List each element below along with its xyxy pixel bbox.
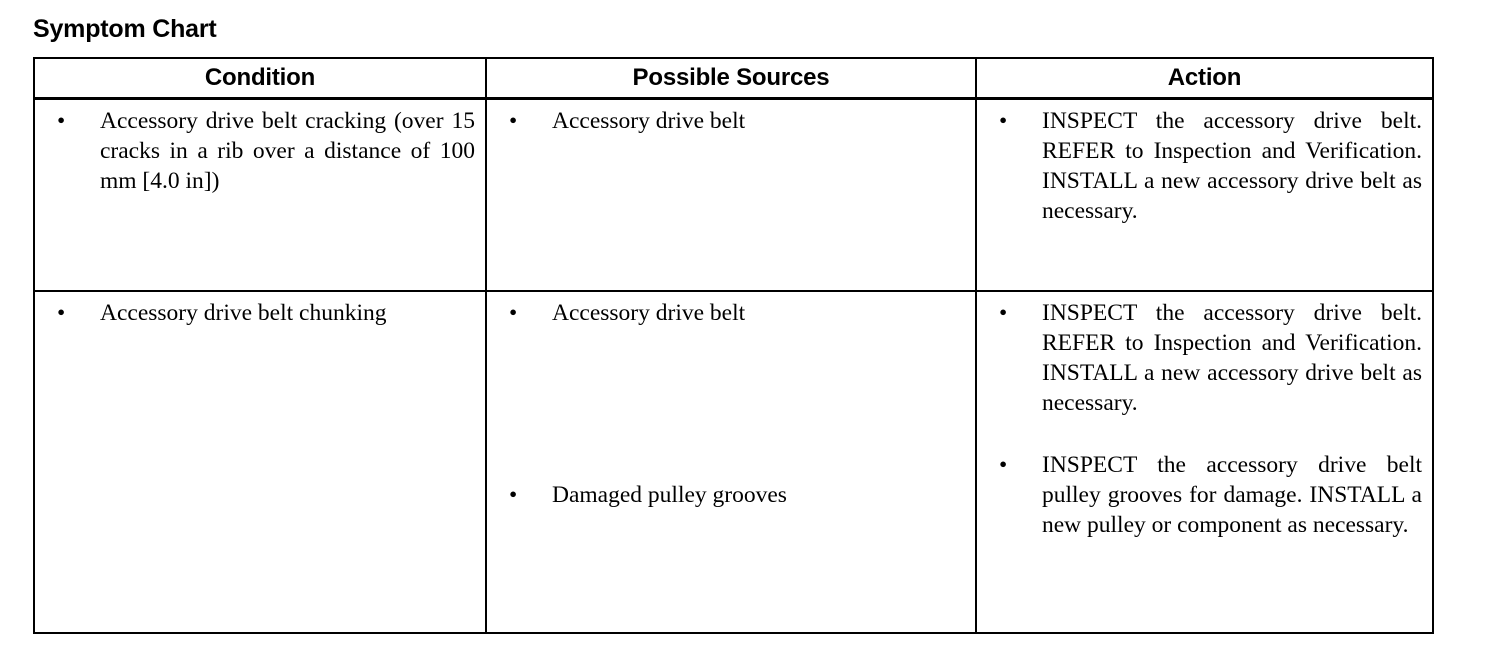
condition-bullet-list: • Accessory drive belt cracking (over 15… xyxy=(45,106,475,196)
source-text: Accessory drive belt xyxy=(552,108,746,134)
table-row: • Accessory drive belt cracking (over 15… xyxy=(33,97,1434,292)
action-text: INSPECT the accessory drive belt. REFER … xyxy=(1042,300,1422,416)
list-item: • Accessory drive belt xyxy=(497,298,965,328)
bullet-icon: • xyxy=(509,300,518,326)
table-body: • Accessory drive belt cracking (over 15… xyxy=(33,97,1434,634)
list-item: • Accessory drive belt xyxy=(497,106,965,136)
cell-possible-sources: • Accessory drive belt xyxy=(485,97,977,292)
list-item: • INSPECT the accessory drive belt. REFE… xyxy=(987,106,1422,226)
list-item: • Accessory drive belt chunking xyxy=(45,298,475,328)
source-text: Damaged pulley grooves xyxy=(552,482,787,508)
source-text: Accessory drive belt xyxy=(552,300,746,326)
action-text: INSPECT the accessory drive belt pulley … xyxy=(1042,452,1422,538)
condition-bullet-list: • Accessory drive belt chunking xyxy=(45,298,475,328)
condition-text: Accessory drive belt cracking (over 15 c… xyxy=(100,108,475,194)
cell-condition: • Accessory drive belt cracking (over 15… xyxy=(33,97,487,292)
bullet-icon: • xyxy=(509,482,518,508)
table-row: • Accessory drive belt chunking • Access… xyxy=(33,290,1434,634)
list-item: • INSPECT the accessory drive belt. REFE… xyxy=(987,298,1422,418)
condition-text: Accessory drive belt chunking xyxy=(100,300,387,326)
cell-action: • INSPECT the accessory drive belt. REFE… xyxy=(975,97,1434,292)
column-header-condition: Condition xyxy=(33,57,487,100)
column-header-possible-sources: Possible Sources xyxy=(485,57,977,100)
page-title: Symptom Chart xyxy=(33,15,217,43)
bullet-icon: • xyxy=(509,108,518,134)
bullet-icon: • xyxy=(999,300,1008,326)
action-bullet-list: • INSPECT the accessory drive belt. REFE… xyxy=(987,106,1422,226)
column-header-action: Action xyxy=(975,57,1434,100)
bullet-icon: • xyxy=(999,452,1008,478)
bullet-icon: • xyxy=(57,300,66,326)
bullet-icon: • xyxy=(57,108,66,134)
action-bullet-list: • INSPECT the accessory drive belt. REFE… xyxy=(987,298,1422,540)
bullet-icon: • xyxy=(999,108,1008,134)
list-item: • Accessory drive belt cracking (over 15… xyxy=(45,106,475,196)
cell-action: • INSPECT the accessory drive belt. REFE… xyxy=(975,290,1434,634)
list-item: • INSPECT the accessory drive belt pulle… xyxy=(987,450,1422,540)
table-header-row: Condition Possible Sources Action xyxy=(33,57,1434,100)
symptom-chart-table: Condition Possible Sources Action • Acce… xyxy=(33,57,1434,634)
sources-bullet-list: • Accessory drive belt • Damaged pulley … xyxy=(497,298,965,510)
cell-condition: • Accessory drive belt chunking xyxy=(33,290,487,634)
sources-bullet-list: • Accessory drive belt xyxy=(497,106,965,136)
list-item: • Damaged pulley grooves xyxy=(497,480,965,510)
table-header: Condition Possible Sources Action xyxy=(33,57,1434,100)
cell-possible-sources: • Accessory drive belt • Damaged pulley … xyxy=(485,290,977,634)
action-text: INSPECT the accessory drive belt. REFER … xyxy=(1042,108,1422,224)
